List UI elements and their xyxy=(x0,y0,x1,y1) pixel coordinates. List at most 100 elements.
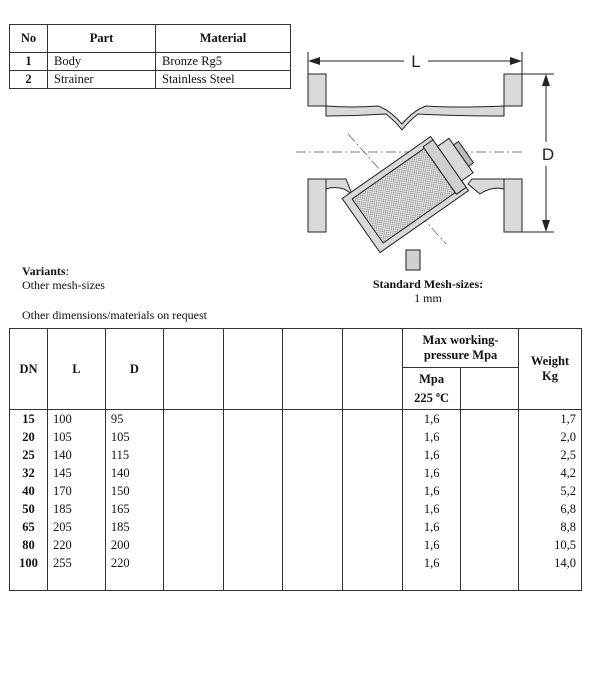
empty-cell xyxy=(460,446,519,464)
empty-cell xyxy=(222,482,284,500)
dim-header-mpa: Mpa 225 oC xyxy=(402,367,462,410)
empty-cell xyxy=(342,446,404,464)
mpa-cell: 1,6 xyxy=(402,409,462,428)
d-cell: 105 xyxy=(104,428,164,446)
empty-cell xyxy=(162,409,224,428)
valve-body-lower xyxy=(325,178,505,196)
d-cell: 220 xyxy=(104,554,164,572)
d-cell: 165 xyxy=(104,500,164,518)
empty-cell xyxy=(282,428,344,446)
empty-cell xyxy=(222,446,284,464)
dn-cell: 100 xyxy=(9,554,48,572)
valve-body xyxy=(325,105,505,131)
mpa-label: Mpa xyxy=(419,371,445,386)
dimension-table: DN L D Max working- pressure Mpa Weight … xyxy=(9,327,583,591)
dim-header-l: L xyxy=(46,328,106,410)
parts-row: 1 Body Bronze Rg5 xyxy=(9,52,291,71)
d-cell: 115 xyxy=(104,446,164,464)
kg-cell: 8,8 xyxy=(517,518,583,536)
empty-cell xyxy=(460,428,519,446)
mpa-cell: 1,6 xyxy=(402,536,462,554)
strainer-drawing: L D xyxy=(296,52,554,271)
empty-cell xyxy=(162,428,224,446)
empty-cell xyxy=(342,428,404,446)
mpa-cell: 1,6 xyxy=(402,500,462,518)
empty-cell xyxy=(460,409,519,428)
variants-label: Variants xyxy=(22,264,66,278)
l-cell: 105 xyxy=(46,428,106,446)
mpa-cell: 1,6 xyxy=(402,482,462,500)
empty-cell xyxy=(282,572,344,591)
variants-value: Other mesh-sizes xyxy=(22,278,105,292)
parts-table: No Part Material 1 Body Bronze Rg5 2 Str… xyxy=(9,24,291,89)
empty-cell xyxy=(162,536,224,554)
d-cell: 140 xyxy=(104,464,164,482)
empty-cell xyxy=(402,572,462,591)
mpa-cell: 1,6 xyxy=(402,554,462,572)
dim-header-empty xyxy=(282,328,344,410)
dimension-l: L xyxy=(307,52,523,94)
empty-cell xyxy=(342,409,404,428)
dimension-d-label: D xyxy=(542,145,554,164)
parts-header-no: No xyxy=(9,24,48,53)
empty-cell xyxy=(162,482,224,500)
l-cell: 170 xyxy=(46,482,106,500)
parts-no: 2 xyxy=(9,70,48,89)
empty-cell xyxy=(162,464,224,482)
kg-cell: 2,0 xyxy=(517,428,583,446)
dim-subheader-row: Mpa 225 oC xyxy=(10,367,582,410)
l-cell: 205 xyxy=(46,518,106,536)
dim-header-d: D xyxy=(104,328,164,410)
mpa-cell: 1,6 xyxy=(402,464,462,482)
mpa-cell: 1,6 xyxy=(402,518,462,536)
dim-header-empty xyxy=(460,367,519,410)
empty-cell xyxy=(342,536,404,554)
dimension-l-label: L xyxy=(411,52,420,71)
dn-cell: 32 xyxy=(9,464,48,482)
d-cell: 95 xyxy=(104,409,164,428)
dn-cell: 40 xyxy=(9,482,48,500)
kg-cell: 5,2 xyxy=(517,482,583,500)
empty-cell xyxy=(222,554,284,572)
d-cell: 150 xyxy=(104,482,164,500)
parts-header-row: No Part Material xyxy=(9,24,291,53)
empty-cell xyxy=(460,500,519,518)
l-cell: 100 xyxy=(46,409,106,428)
kg-cell: 2,5 xyxy=(517,446,583,464)
empty-cell xyxy=(342,482,404,500)
empty-cell xyxy=(162,518,224,536)
empty-cell xyxy=(162,554,224,572)
empty-cell xyxy=(222,409,284,428)
d-cell: 200 xyxy=(104,536,164,554)
parts-part: Strainer xyxy=(47,70,156,89)
pressure-line2: pressure Mpa xyxy=(423,348,498,363)
right-flange xyxy=(503,73,523,233)
empty-cell xyxy=(222,464,284,482)
weight-line2: Kg xyxy=(541,369,558,383)
dim-header-pressure: Max working- pressure Mpa xyxy=(402,327,519,369)
kg-cell: 14,0 xyxy=(517,554,583,572)
empty-cell xyxy=(222,428,284,446)
dn-cell: 15 xyxy=(9,409,48,428)
kg-cell: 10,5 xyxy=(517,536,583,554)
empty-cell xyxy=(282,409,344,428)
table-row-blank xyxy=(9,572,583,591)
empty-cell xyxy=(9,572,48,591)
dn-cell: 25 xyxy=(9,446,48,464)
mpa-cell: 1,6 xyxy=(402,446,462,464)
mesh-value: 1 mm xyxy=(414,291,442,305)
parts-header-material: Material xyxy=(155,24,291,53)
empty-cell xyxy=(282,446,344,464)
dim-header-dn: DN xyxy=(9,328,48,410)
mpa-cell: 1,6 xyxy=(402,428,462,446)
mesh-label: Standard Mesh-sizes: xyxy=(372,277,484,291)
l-cell: 255 xyxy=(46,554,106,572)
drain-plug xyxy=(405,249,421,271)
l-cell: 185 xyxy=(46,500,106,518)
